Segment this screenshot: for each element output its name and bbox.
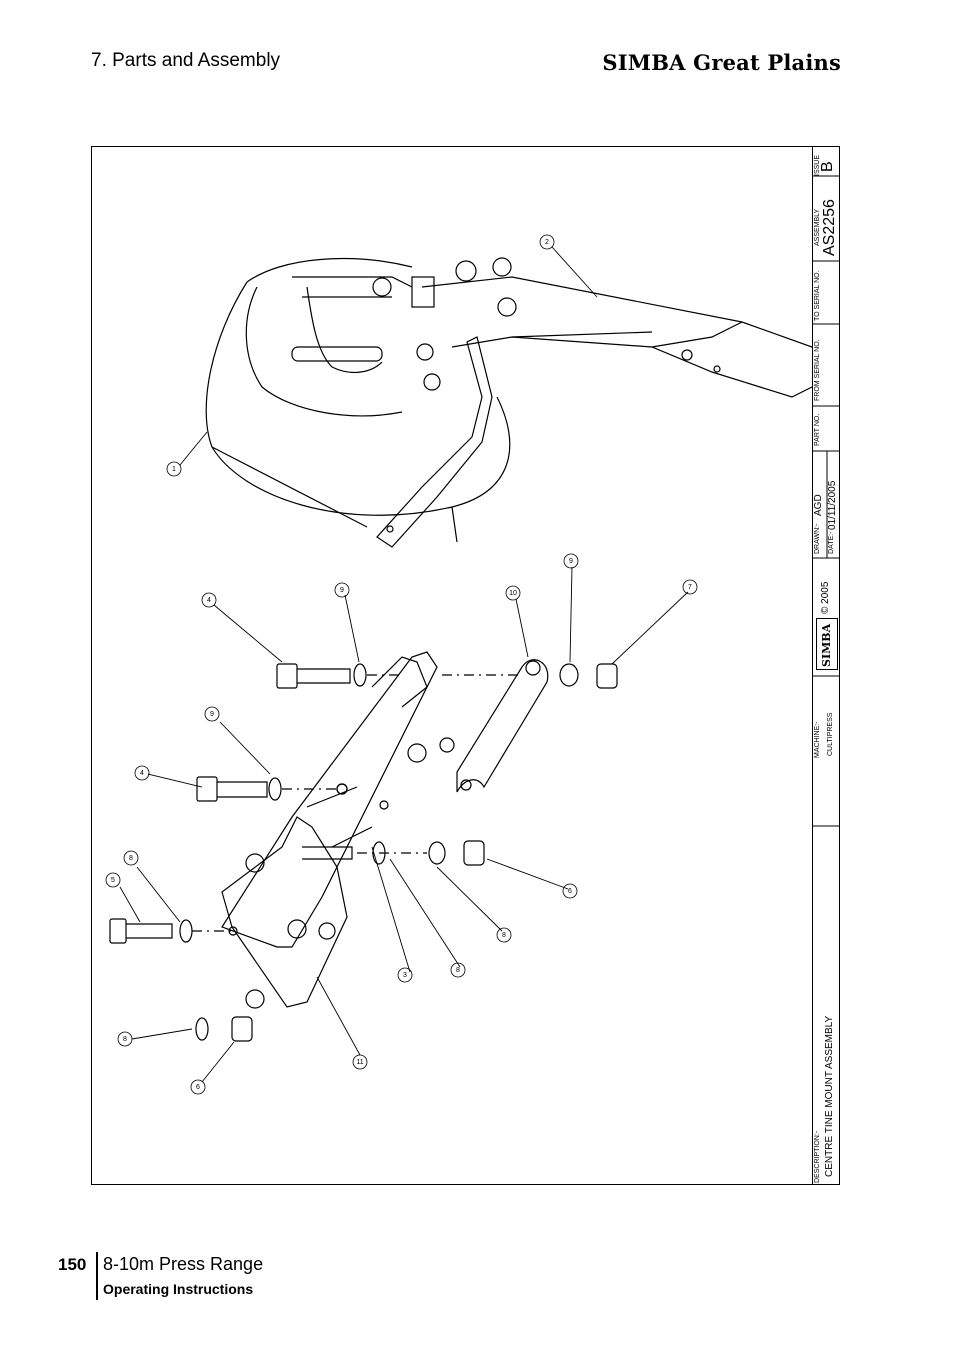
svg-text:4: 4 <box>207 597 211 604</box>
description-label: DESCRIPTION:- <box>814 1130 821 1183</box>
drawn-label: DRAWN:- <box>814 523 821 554</box>
title-block: ISSUE B ASSEMBLY AS2256 TO SERIAL NO. FR… <box>812 146 840 1185</box>
callout-1: 1 <box>166 461 182 477</box>
svg-text:10: 10 <box>509 590 517 597</box>
brand-logo-text: SIMBA Great Plains <box>602 50 841 75</box>
page-number: 150 <box>58 1255 87 1274</box>
assembly-value: AS2256 <box>821 199 838 256</box>
footer-divider <box>96 1252 98 1300</box>
callout-6b: 6 <box>190 1079 206 1095</box>
svg-text:8: 8 <box>502 932 506 939</box>
mount-bracket <box>372 277 493 548</box>
svg-text:9: 9 <box>340 587 344 594</box>
callout-5: 5 <box>105 872 121 888</box>
callout-8c: 8 <box>496 927 512 943</box>
callout-3: 3 <box>397 967 413 983</box>
callout-8a: 8 <box>123 850 139 866</box>
svg-text:1: 1 <box>172 466 176 473</box>
part-no-label: PART NO. <box>814 413 821 446</box>
machine-label: MACHINE:- <box>814 721 821 758</box>
logo-text: SIMBA <box>820 623 833 667</box>
callout-2: 2 <box>539 234 555 250</box>
svg-text:6: 6 <box>196 1084 200 1091</box>
svg-text:5: 5 <box>111 877 115 884</box>
assembly-label: ASSEMBLY <box>814 208 821 246</box>
callout-8b: 8 <box>450 962 466 978</box>
from-serial-label: FROM SERIAL NO. <box>814 339 821 401</box>
issue-value: B <box>819 161 836 172</box>
svg-text:8: 8 <box>456 967 460 974</box>
callout-9c: 9 <box>563 553 579 569</box>
callout-8d: 8 <box>117 1031 133 1047</box>
roller-drum <box>205 257 511 543</box>
svg-text:3: 3 <box>403 972 407 979</box>
drawn-value: AGD <box>813 494 824 516</box>
callout-leaders <box>119 246 689 1083</box>
svg-text:6: 6 <box>568 888 572 895</box>
callout-4b: 4 <box>134 765 150 781</box>
callout-9a: 9 <box>334 582 350 598</box>
svg-text:9: 9 <box>210 711 214 718</box>
callout-6a: 6 <box>562 883 578 899</box>
callout-11: 11 <box>352 1054 368 1070</box>
svg-text:8: 8 <box>129 855 133 862</box>
svg-text:2: 2 <box>545 239 549 246</box>
assembly-drawing: 1 2 4 9 9 10 9 7 4 8 5 3 8 6 8 8 11 6 <box>105 234 813 1095</box>
svg-text:9: 9 <box>569 558 573 565</box>
simba-logo: SIMBA <box>816 618 838 670</box>
machine-value: CULTIPRESS <box>827 712 834 756</box>
svg-text:8: 8 <box>123 1036 127 1043</box>
tine-arm <box>411 257 813 398</box>
title-block-dividers <box>812 175 840 827</box>
description-value: CENTRE TINE MOUNT ASSEMBLY <box>824 1015 835 1177</box>
lower-assembly <box>109 651 618 1042</box>
document-type: Operating Instructions <box>103 1281 254 1297</box>
callout-4a: 4 <box>201 592 217 608</box>
svg-text:11: 11 <box>356 1059 363 1066</box>
svg-text:4: 4 <box>140 770 144 777</box>
section-title: 7. Parts and Assembly <box>91 50 281 71</box>
callout-9b: 9 <box>204 706 220 722</box>
callout-7: 7 <box>682 579 698 595</box>
callout-balloons: 1 2 4 9 9 10 9 7 4 8 5 3 8 6 8 8 11 6 <box>105 234 698 1095</box>
drawing-frame: 1 2 4 9 9 10 9 7 4 8 5 3 8 6 8 8 11 6 <box>91 146 840 1185</box>
date-label: DATE:- <box>828 531 835 554</box>
svg-text:7: 7 <box>688 584 692 591</box>
callout-10: 10 <box>505 585 521 601</box>
copyright-text: © 2005 <box>820 581 831 614</box>
to-serial-label: TO SERIAL NO. <box>814 270 821 321</box>
product-range: 8-10m Press Range <box>103 1254 264 1274</box>
date-value: 01/11/2005 <box>827 480 838 530</box>
